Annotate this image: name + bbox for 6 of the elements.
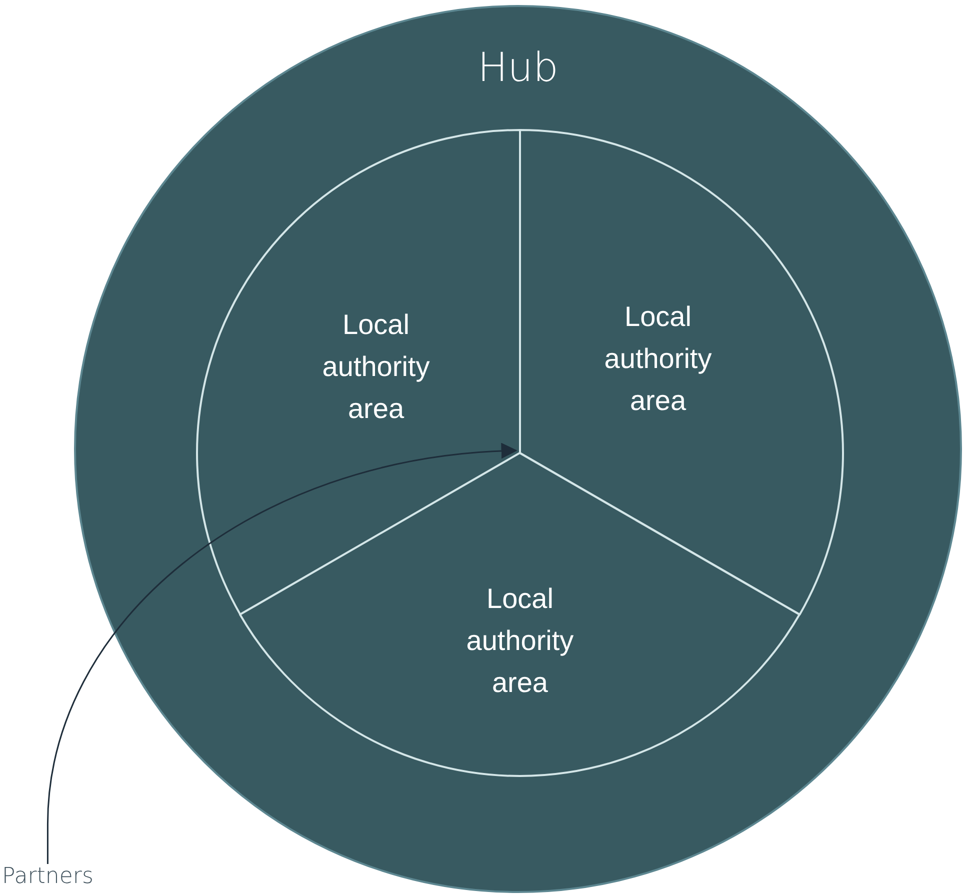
curved-arrow xyxy=(46,444,518,864)
sector-label: Local authority area xyxy=(603,300,713,418)
partners-label: Partners xyxy=(2,864,94,889)
sector-label: Local authority area xyxy=(465,582,575,700)
hub-label: Hub xyxy=(476,45,560,91)
sector-label: Local authority area xyxy=(321,308,431,426)
